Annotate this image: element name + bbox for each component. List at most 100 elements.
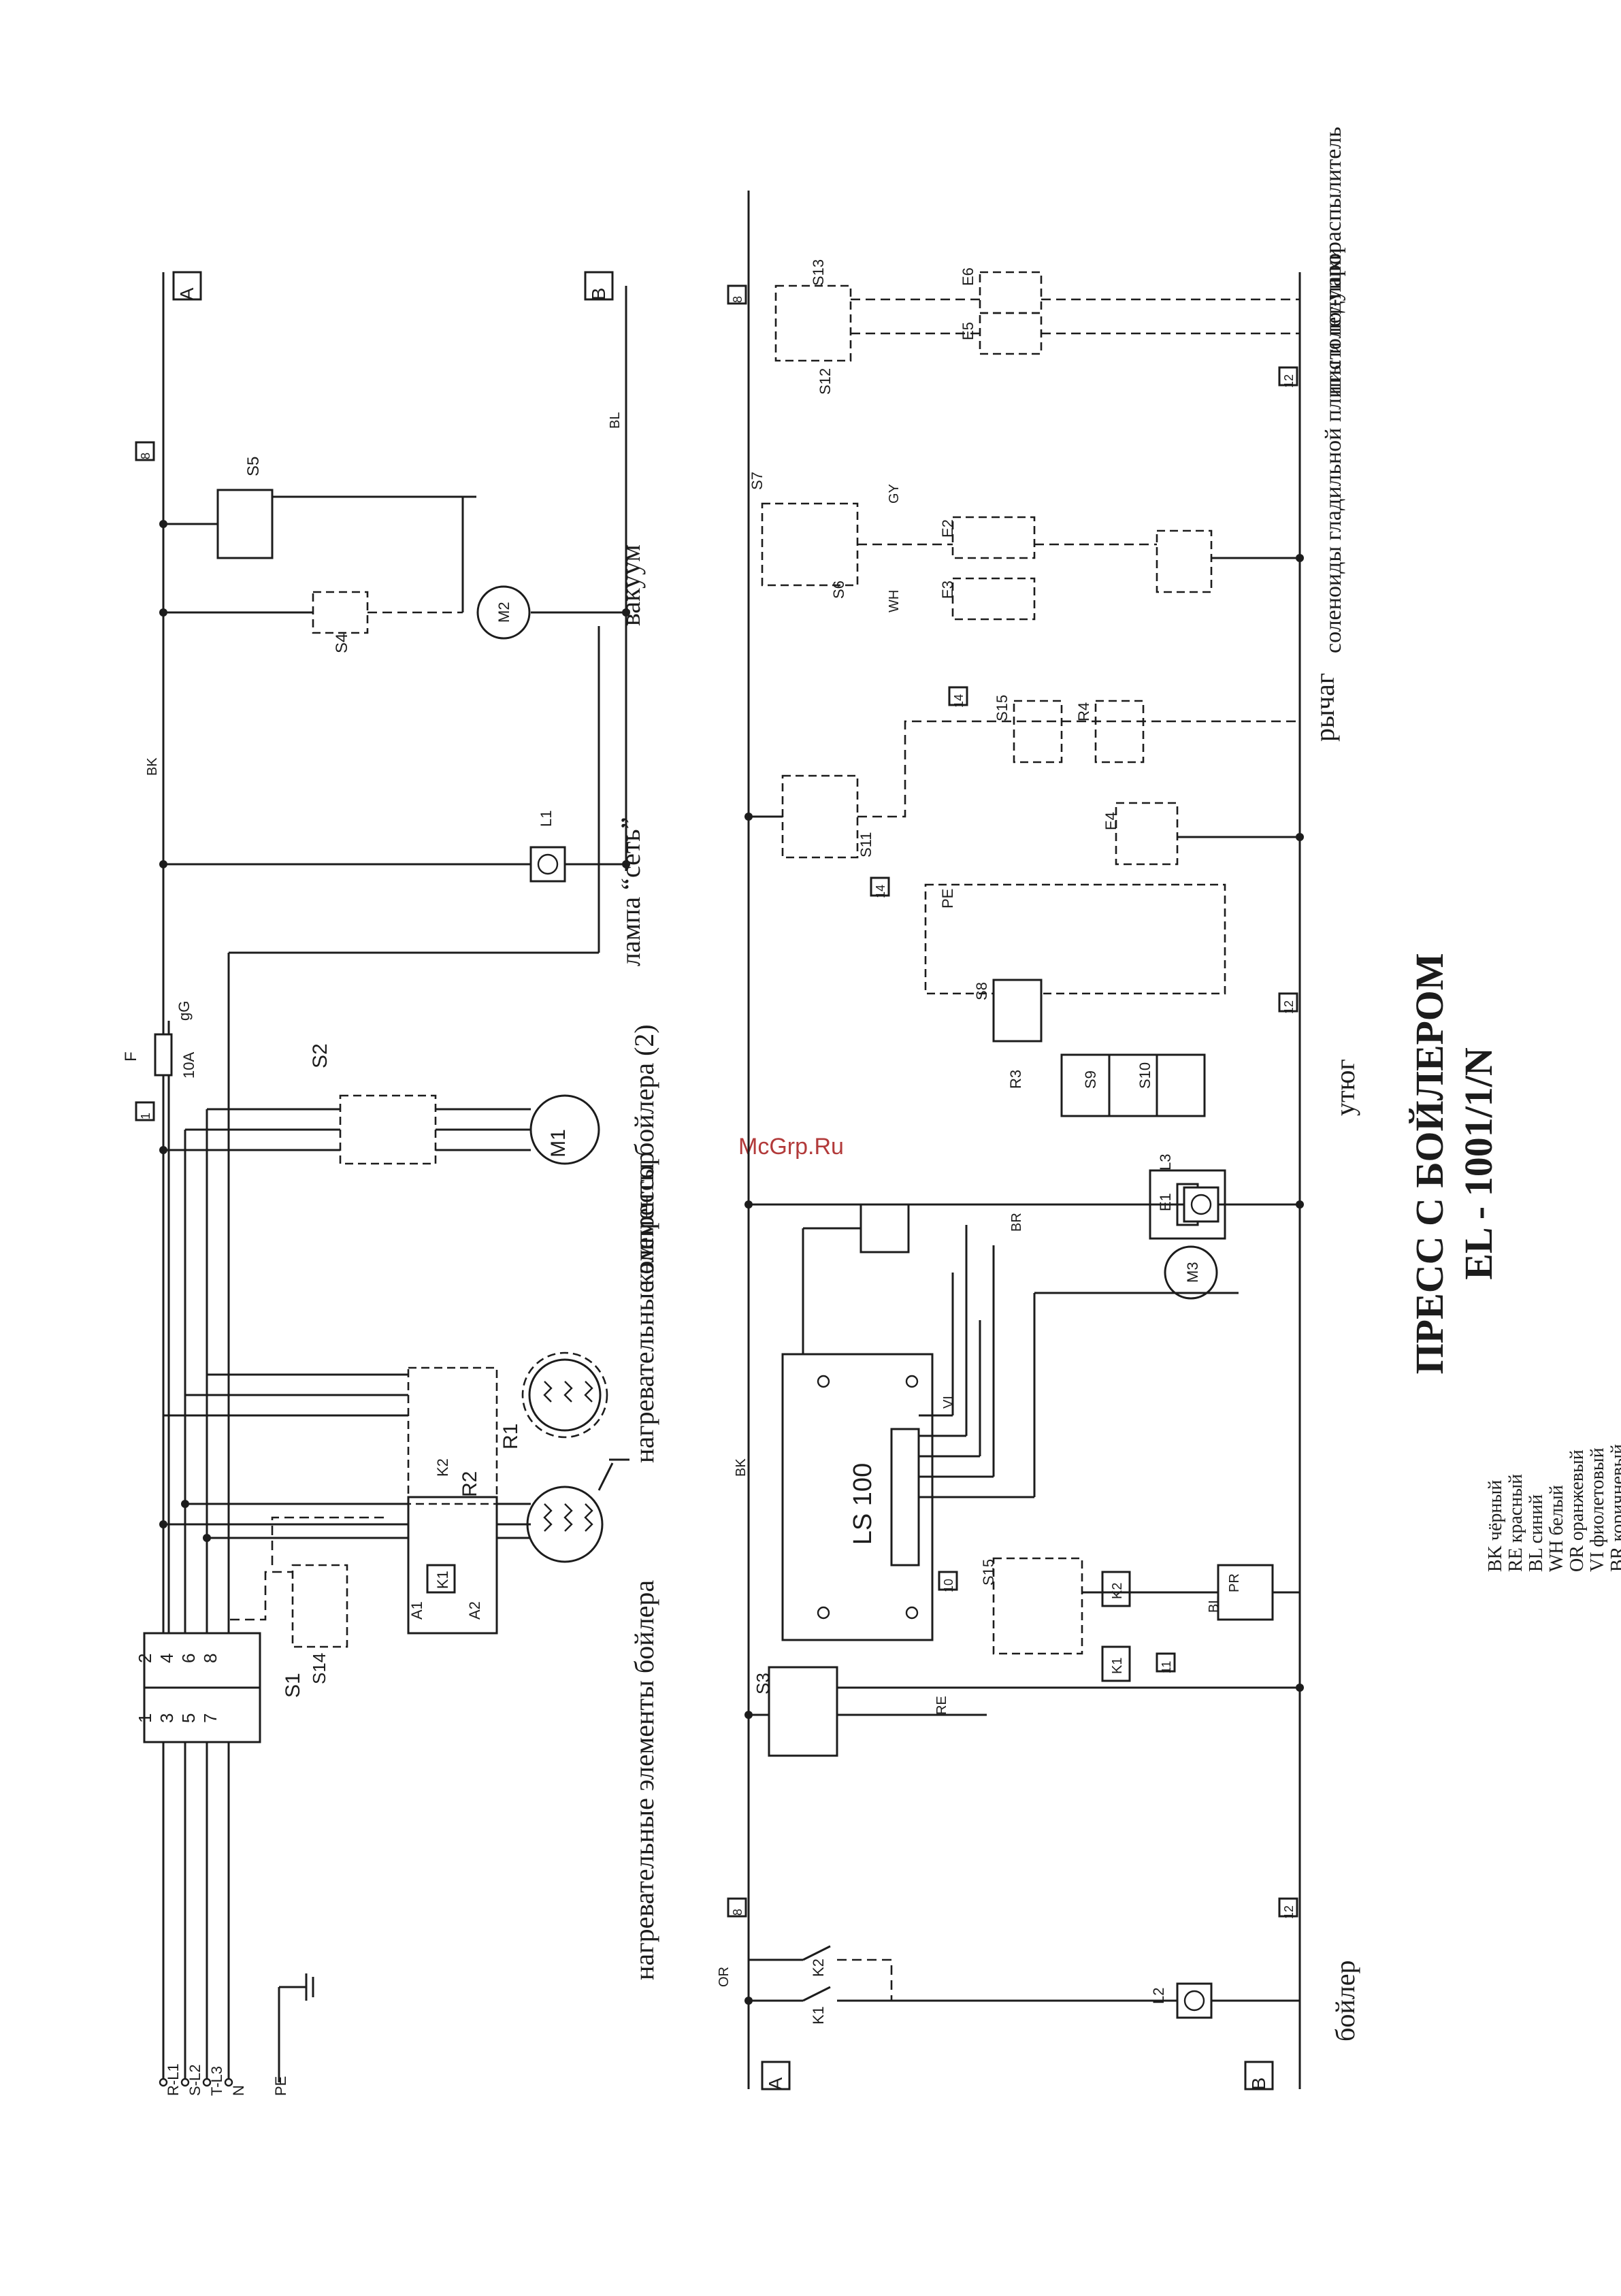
wire-code-bl-top: BL (608, 412, 623, 429)
svg-text:8: 8 (139, 453, 152, 459)
main-switch-s1: 1 3 5 7 2 4 6 8 S1 (135, 1632, 304, 1743)
s9-label: S9 (1082, 1070, 1099, 1089)
lamp-l2: L2 (1007, 1982, 1300, 2019)
svg-text:2: 2 (135, 1654, 155, 1663)
svg-text:8: 8 (200, 1654, 220, 1663)
contactor-k1: K1 A1 A2 (163, 1496, 531, 1635)
legend-bl: BL синий (1526, 1494, 1547, 1572)
svg-text:B: B (1248, 2078, 1269, 2090)
switch-s5: S5 (163, 457, 476, 612)
label-lever: рычаг (1309, 673, 1340, 742)
svg-text:A: A (765, 2077, 786, 2090)
svg-text:11: 11 (1160, 1661, 1173, 1674)
wire-number-tags: 1 8 8 12 12 12 8 14 14 10 11 (135, 284, 1298, 1919)
svg-text:3: 3 (157, 1713, 177, 1723)
label-boiler: бойлер (1330, 1961, 1360, 2041)
svg-text:6: 6 (178, 1654, 199, 1663)
compressor-m1: M1 S2 (163, 1043, 600, 1165)
svg-text:K1: K1 (810, 2006, 827, 2024)
svg-text:14: 14 (952, 694, 966, 708)
svg-text:10: 10 (942, 1579, 955, 1592)
label-compressor: компрессор (629, 1151, 659, 1286)
e2-label: E2 (939, 519, 956, 538)
svg-text:1: 1 (135, 1713, 155, 1723)
svg-text:7: 7 (200, 1713, 220, 1723)
diagram-title-line1: ПРЕСС С БОЙЛЕРОМ (1407, 953, 1452, 1375)
svg-text:A1: A1 (408, 1601, 425, 1620)
watermark: McGrp.Ru (738, 1134, 844, 1160)
controller-label: LS 100 (849, 1463, 877, 1545)
e5-label: E5 (960, 322, 977, 340)
e1-label: E1 (1157, 1193, 1174, 1211)
wire-code-bk-top: BK (145, 757, 160, 776)
label-solenoids: соленоиды гладильной плиты и подушки (1321, 248, 1346, 653)
l1-label: L1 (538, 810, 555, 827)
e3-label: E3 (939, 580, 956, 599)
supply-l2: S-L2 (186, 2065, 203, 2096)
controller-ls100: LS 100 (781, 1353, 934, 1641)
svg-text:K1: K1 (1110, 1658, 1125, 1674)
connector-a-bottom: A (747, 2061, 791, 2090)
fuse-label: F (122, 1051, 140, 1062)
wire-code-bk-lower: BK (734, 1458, 749, 1477)
legend-re: RE красный (1505, 1474, 1526, 1572)
s7-label: S7 (749, 472, 766, 490)
wire-code-bl-lower: BL (1207, 1596, 1222, 1613)
r2-label: R2 (459, 1471, 481, 1497)
wire-code-wh-lower: WH (887, 590, 902, 612)
wire-code-vi-lower: VI (941, 1396, 956, 1409)
e6-label: E6 (960, 267, 977, 286)
svg-text:B: B (588, 288, 609, 301)
boiler-contacts: K1 K2 (749, 1945, 1007, 2024)
k1-label: K1 (434, 1571, 451, 1589)
e4-label: E4 (1102, 812, 1119, 830)
fuse-f: F 10A gG (122, 1001, 197, 1079)
pe-label: PE (939, 889, 956, 908)
color-legend: BK чёрный RE красный BL синий WH белый O… (1485, 1444, 1621, 1572)
supply-l1: R-L1 (165, 2063, 182, 2096)
svg-text:A2: A2 (466, 1601, 483, 1620)
connector-b-bottom: B (1244, 2061, 1301, 2090)
s8-label: S8 (973, 982, 990, 1000)
label-iron: утюг (1330, 1059, 1360, 1116)
wire-code-re-lower: RE (934, 1696, 949, 1715)
m3-label: M3 (1184, 1262, 1201, 1283)
label-boiler-heaters: нагревательные элементы бойлера (629, 1580, 659, 1980)
iron-block: S8 R3 S9 S10 PE (924, 883, 1226, 1117)
label-steam-gun: пистолет-парораспылитель (1321, 127, 1346, 395)
m1-label: M1 (547, 1129, 570, 1158)
svg-text:12: 12 (1282, 374, 1296, 388)
heater-symbol (528, 1358, 602, 1432)
legend-or: OR оранжевый (1567, 1449, 1588, 1572)
svg-text:A: A (176, 287, 197, 300)
wire-code-gy-lower: GY (887, 484, 902, 504)
wire-code-or-lower: OR (717, 1967, 732, 1987)
wire-code-br-lower: BR (1009, 1213, 1024, 1232)
svg-text:K2: K2 (1110, 1583, 1125, 1599)
steam-gun-block: S12 S13 E6 E5 (774, 259, 1300, 395)
s2-label: S2 (309, 1043, 331, 1068)
switch-s15-block: S15 K2 K1 (980, 1557, 1131, 1682)
r3-label: R3 (1007, 1070, 1024, 1089)
supply-n: N (230, 2085, 247, 2096)
solenoid-block: S6 S7 E2 E3 (749, 472, 1300, 621)
s4-label: S4 (333, 634, 351, 653)
r1-label: R1 (500, 1424, 522, 1449)
switch-s3: S3 (749, 1666, 1300, 1757)
connector-a-top: A (162, 271, 202, 301)
m2-label: M2 (495, 602, 512, 623)
s3-label: S3 (753, 1673, 773, 1694)
svg-text:8: 8 (731, 296, 744, 303)
pressure-switch-pr: PR (1082, 1564, 1300, 1621)
s10-label: S10 (1136, 1062, 1153, 1089)
s12-label: S12 (817, 368, 834, 395)
heater-r2: R2 (459, 1351, 608, 1497)
fuse-rating: 10A (180, 1052, 197, 1079)
legend-wh: WH белый (1546, 1485, 1567, 1572)
thermostat-s14: S14 (227, 1516, 388, 1684)
svg-text:S15: S15 (994, 695, 1011, 721)
svg-text:12: 12 (1282, 1905, 1296, 1919)
power-bus (162, 286, 230, 2079)
solenoid-e4: E4 (1102, 802, 1300, 866)
